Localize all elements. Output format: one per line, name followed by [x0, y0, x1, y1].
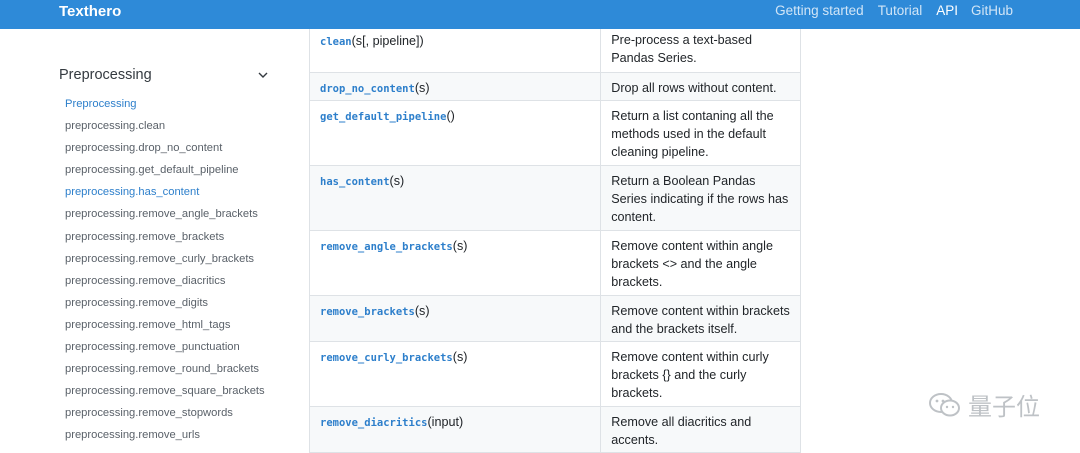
sidebar-section-title: Preprocessing — [59, 67, 152, 83]
sidebar-item[interactable]: Preprocessing — [65, 98, 137, 110]
function-link[interactable]: remove_angle_brackets — [320, 240, 453, 253]
function-description: Drop all rows without content. — [600, 72, 801, 101]
function-args: (s[, pipeline]) — [351, 34, 424, 48]
chevron-down-icon[interactable] — [257, 69, 269, 81]
sidebar-item[interactable]: preprocessing.remove_curly_brackets — [65, 252, 255, 265]
sidebar-item[interactable]: preprocessing.remove_round_brackets — [65, 363, 260, 376]
function-args: (s) — [414, 303, 430, 318]
nav-github[interactable]: GitHub — [970, 3, 1013, 18]
sidebar-item[interactable]: preprocessing.remove_digits — [65, 296, 209, 309]
table-row: clean(s[, pipeline]) Pre-process a text-… — [310, 29, 801, 73]
chat-bubbles-icon — [929, 392, 960, 416]
table-row: remove_brackets(s) Remove content within… — [310, 295, 801, 342]
top-navbar: Texthero Getting started Tutorial API Gi… — [0, 0, 1080, 29]
nav-tutorial[interactable]: Tutorial — [877, 3, 923, 18]
function-args: (s) — [452, 238, 468, 253]
sidebar-item[interactable]: preprocessing.remove_brackets — [65, 230, 225, 243]
function-description: Remove all diacritics and accents. — [600, 406, 801, 453]
sidebar-item[interactable]: preprocessing.remove_punctuation — [65, 341, 240, 354]
function-description: Remove content within brackets and the b… — [600, 295, 801, 342]
sidebar-list: Preprocessing preprocessing.clean prepro… — [65, 93, 269, 447]
sidebar-item[interactable]: preprocessing.remove_stopwords — [65, 407, 233, 420]
function-link[interactable]: clean — [320, 36, 352, 48]
function-link[interactable]: remove_brackets — [320, 305, 415, 318]
watermark: 量子位 — [928, 387, 1040, 422]
function-link[interactable]: get_default_pipeline — [320, 110, 447, 123]
sidebar-item[interactable]: preprocessing.remove_html_tags — [65, 318, 231, 331]
table-row: remove_angle_brackets(s) Remove content … — [310, 230, 801, 296]
function-description: Return a Boolean Pandas Series indicatin… — [600, 165, 801, 231]
table-row: drop_no_content(s) Drop all rows without… — [310, 72, 801, 101]
function-description: Return a list contaning all the methods … — [600, 100, 801, 166]
sidebar-item[interactable]: preprocessing.get_default_pipeline — [65, 164, 239, 177]
table-row: remove_diacritics(input) Remove all diac… — [310, 406, 801, 453]
function-args: (input) — [427, 414, 464, 429]
function-args: (s) — [414, 80, 430, 95]
sidebar-section-header[interactable]: Preprocessing — [59, 60, 269, 90]
sidebar-item[interactable]: preprocessing.drop_no_content — [65, 142, 223, 155]
function-link[interactable]: has_content — [320, 175, 390, 188]
sidebar-item[interactable]: preprocessing.remove_urls — [65, 429, 200, 442]
sidebar-item[interactable]: preprocessing.remove_square_brackets — [65, 385, 265, 398]
function-link[interactable]: drop_no_content — [320, 82, 415, 95]
function-args: (s) — [389, 173, 405, 188]
function-table: clean(s[, pipeline]) Pre-process a text-… — [309, 29, 801, 453]
watermark-text: 量子位 — [968, 394, 1040, 421]
sidebar-item[interactable]: preprocessing.clean — [65, 120, 166, 133]
function-args: () — [446, 108, 455, 123]
function-description: Pre-process a text-based Pandas Series. — [600, 29, 801, 73]
sidebar: Preprocessing Preprocessing preprocessin… — [59, 60, 269, 447]
table-row: remove_curly_brackets(s) Remove content … — [310, 341, 801, 407]
function-description: Remove content within angle brackets <> … — [600, 230, 801, 296]
sidebar-item[interactable]: preprocessing.has_content — [65, 186, 200, 199]
table-row: get_default_pipeline() Return a list con… — [310, 100, 801, 166]
sidebar-item[interactable]: preprocessing.remove_angle_brackets — [65, 208, 258, 221]
sidebar-item[interactable]: preprocessing.remove_diacritics — [65, 274, 226, 287]
main-nav: Getting started Tutorial API GitHub — [775, 3, 1013, 18]
brand-logo[interactable]: Texthero — [59, 3, 122, 20]
nav-api[interactable]: API — [936, 3, 958, 18]
table-row: has_content(s) Return a Boolean Pandas S… — [310, 165, 801, 231]
function-description: Remove content within curly brackets {} … — [600, 341, 801, 407]
function-link[interactable]: remove_curly_brackets — [320, 351, 453, 364]
function-link[interactable]: remove_diacritics — [320, 416, 428, 429]
function-args: (s) — [452, 349, 468, 364]
nav-getting-started[interactable]: Getting started — [775, 3, 864, 18]
